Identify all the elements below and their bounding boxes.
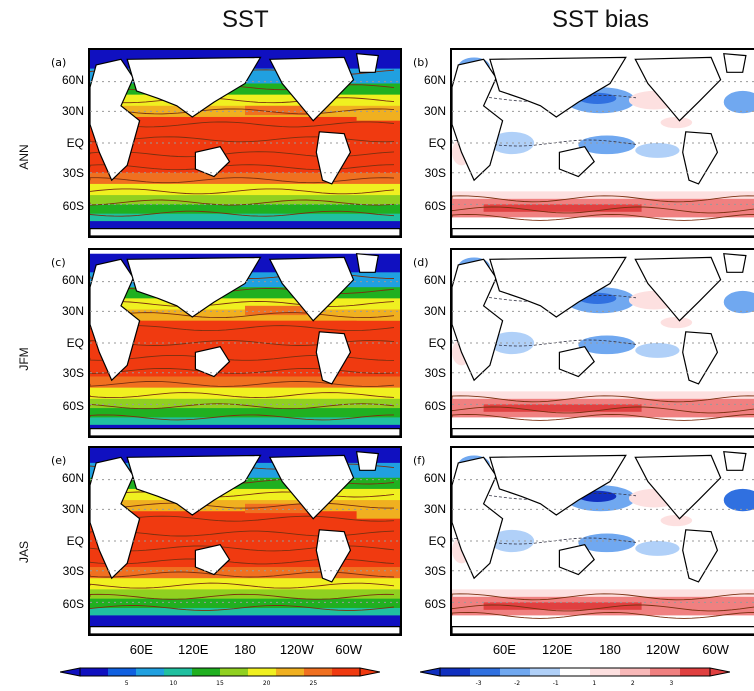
colorbar-arrow-low	[420, 667, 441, 677]
lat-tick-label: EQ	[428, 136, 446, 150]
map-field	[90, 448, 400, 634]
row-label-jfm: JFM	[17, 347, 31, 371]
lon-tick-label: 60E	[129, 642, 153, 657]
lat-tick-label: 60N	[423, 73, 446, 88]
lat-tick-label: 60N	[423, 471, 446, 486]
lat-tick-label: 30S	[62, 366, 84, 381]
panel-tag: (b)	[412, 56, 430, 69]
colorbar-tick-label: 5	[124, 680, 129, 687]
map-panel-a	[88, 48, 402, 238]
colorbar-swatch	[650, 668, 681, 676]
lat-tick-label: 60S	[424, 398, 446, 413]
lat-tick-label: 60S	[62, 596, 84, 611]
map-panel-e	[88, 446, 402, 636]
map-field	[452, 50, 754, 236]
map-field	[452, 448, 754, 634]
sst-column-title: SST	[222, 6, 269, 33]
colorbar-tick-label: 3	[669, 680, 674, 687]
lat-tick-label: 30N	[61, 303, 84, 318]
map-panel-b	[450, 48, 754, 238]
colorbar-tick-label: 25	[309, 680, 318, 687]
colorbar-swatch	[470, 668, 501, 676]
lat-tick-label: 30N	[423, 501, 446, 516]
map-panel-f	[450, 446, 754, 636]
lon-tick-label: 120W	[279, 642, 314, 657]
colorbar-swatch	[500, 668, 531, 676]
panel-tag: (d)	[412, 256, 430, 269]
lon-tick-label: 60W	[702, 642, 729, 657]
lat-tick-label: EQ	[66, 136, 84, 150]
colorbar-swatch	[304, 668, 333, 676]
sst-bias-colorbar	[420, 667, 730, 677]
colorbar-tick-label: -3	[475, 680, 482, 687]
panel-tag: (f)	[412, 454, 427, 467]
colorbar-swatch	[276, 668, 305, 676]
lon-tick-label: 120E	[178, 642, 209, 657]
lat-tick-label: 60N	[423, 273, 446, 288]
lat-tick-label: 60N	[61, 73, 84, 88]
lon-tick-label: 120W	[645, 642, 680, 657]
colorbar-tick-label: 15	[216, 680, 224, 687]
colorbar-arrow-low	[60, 667, 81, 677]
colorbar-swatch	[248, 668, 277, 676]
colorbar-tick-label: 10	[169, 680, 178, 687]
colorbar-swatch	[620, 668, 651, 676]
lat-tick-label: 60S	[62, 198, 84, 213]
colorbar-swatch	[560, 668, 591, 676]
map-field	[90, 253, 400, 436]
lon-tick-label: 60E	[492, 642, 516, 657]
colorbar-tick-label: 2	[630, 680, 635, 687]
lat-tick-label: 30S	[62, 166, 84, 181]
lon-tick-label: 180	[599, 642, 621, 657]
lat-tick-label: EQ	[428, 534, 446, 548]
colorbar-arrow-high	[709, 667, 730, 677]
lat-tick-label: 30N	[423, 303, 446, 318]
colorbar-swatch	[530, 668, 561, 676]
lat-tick-label: 30S	[424, 166, 446, 181]
colorbar-swatch	[192, 668, 221, 676]
colorbar-swatch	[680, 668, 711, 676]
lat-tick-label: 60S	[424, 198, 446, 213]
colorbar-swatch	[164, 668, 193, 676]
colorbar-swatch	[440, 668, 471, 676]
colorbar-swatch	[108, 668, 137, 676]
panel-tag: (a)	[50, 56, 68, 69]
colorbar-swatch	[590, 668, 621, 676]
map-panel-c	[88, 248, 402, 438]
row-label-ann: ANN	[17, 144, 31, 170]
colorbar-swatch	[332, 668, 361, 676]
lat-tick-label: EQ	[428, 336, 446, 350]
colorbar-swatch	[136, 668, 165, 676]
colorbar-swatch	[220, 668, 249, 676]
colorbar-tick-label: -1	[552, 680, 559, 687]
map-field	[90, 50, 400, 236]
lat-tick-label: 60N	[61, 471, 84, 486]
lat-tick-label: 30N	[61, 103, 84, 118]
lat-tick-label: 30S	[62, 564, 84, 579]
sst-bias-column-title: SST bias	[552, 6, 649, 33]
panel-tag: (c)	[50, 256, 67, 269]
map-panel-d	[450, 248, 754, 438]
colorbar-arrow-high	[359, 667, 380, 677]
colorbar-tick-label: 1	[592, 680, 597, 687]
row-label-jas: JAS	[17, 541, 31, 564]
lat-tick-label: 30N	[423, 103, 446, 118]
lon-tick-label: 60W	[335, 642, 362, 657]
lat-tick-label: 30S	[424, 366, 446, 381]
lat-tick-label: 60S	[424, 596, 446, 611]
lat-tick-label: 60N	[61, 273, 84, 288]
colorbar-swatch	[80, 668, 109, 676]
lat-tick-label: EQ	[66, 336, 84, 350]
lat-tick-label: 30S	[424, 564, 446, 579]
lat-tick-label: EQ	[66, 534, 84, 548]
sst-colorbar	[60, 667, 380, 677]
colorbar-tick-label: 20	[262, 680, 271, 687]
lon-tick-label: 180	[234, 642, 256, 657]
lat-tick-label: 60S	[62, 398, 84, 413]
colorbar-tick-label: -2	[514, 680, 521, 687]
panel-tag: (e)	[50, 454, 68, 467]
lon-tick-label: 120E	[542, 642, 573, 657]
lat-tick-label: 30N	[61, 501, 84, 516]
map-field	[452, 250, 754, 436]
